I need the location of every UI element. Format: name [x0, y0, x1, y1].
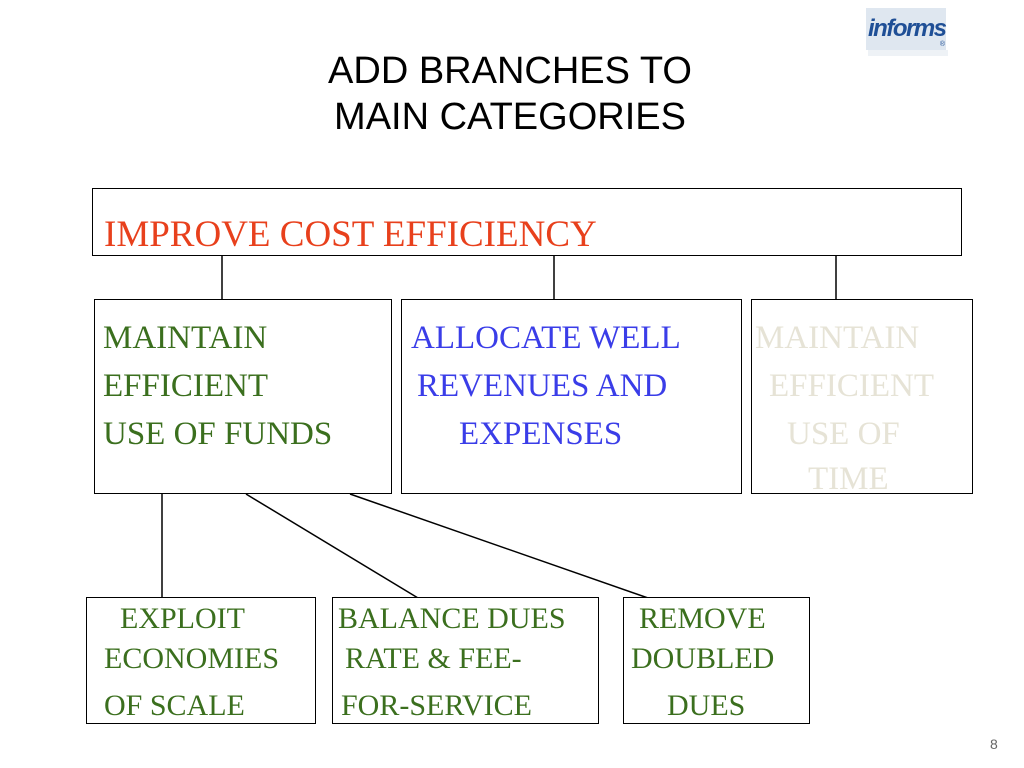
title-line-2: MAIN CATEGORIES: [334, 96, 686, 138]
category-revenues-line-2: REVENUES AND: [417, 368, 668, 404]
branch-box-economies: EXPLOIT ECONOMIES OF SCALE: [86, 597, 316, 724]
root-label: IMPROVE COST EFFICIENCY: [104, 214, 597, 255]
branch-dues-rate-line-2: RATE & FEE-: [345, 642, 522, 675]
branch-economies-line-3: OF SCALE: [104, 689, 245, 722]
branch-economies-line-2: ECONOMIES: [104, 642, 280, 675]
title-line-1: ADD BRANCHES TO: [328, 50, 692, 92]
category-funds-line-2: EFFICIENT: [103, 368, 268, 404]
branch-dues-rate-line-3: FOR-SERVICE: [341, 689, 532, 722]
category-time-line-3: USE OF: [787, 416, 900, 452]
category-revenues-line-3: EXPENSES: [459, 416, 623, 452]
page-number: 8: [990, 736, 998, 752]
root-box: IMPROVE COST EFFICIENCY: [92, 188, 962, 256]
branch-doubled-dues-line-1: REMOVE: [639, 602, 766, 635]
branch-box-doubled-dues: REMOVE DOUBLED DUES: [623, 597, 810, 724]
informs-logo: informs ®: [866, 8, 947, 50]
slide-title: ADD BRANCHES TO MAIN CATEGORIES: [250, 48, 770, 140]
category-time-line-1: MAINTAIN: [755, 320, 920, 356]
category-revenues-line-1: ALLOCATE WELL: [411, 320, 681, 356]
category-box-revenues: ALLOCATE WELL REVENUES AND EXPENSES: [401, 299, 742, 494]
branch-doubled-dues-line-3: DUES: [667, 689, 746, 722]
logo-registered-mark: ®: [939, 41, 945, 48]
branch-box-dues-rate: BALANCE DUES RATE & FEE- FOR-SERVICE: [332, 597, 599, 724]
category-funds-line-3: USE OF FUNDS: [103, 416, 333, 452]
category-box-time: MAINTAIN EFFICIENT USE OF TIME: [751, 299, 973, 497]
branch-dues-rate-line-1: BALANCE DUES: [338, 602, 566, 635]
category-time-line-4: TIME: [808, 461, 889, 497]
branch-economies-line-1: EXPLOIT: [120, 602, 245, 635]
category-time-line-2: EFFICIENT: [769, 368, 934, 404]
category-box-funds: MAINTAIN EFFICIENT USE OF FUNDS: [94, 299, 392, 494]
logo-shadow: [868, 50, 948, 56]
category-funds-line-1: MAINTAIN: [103, 320, 268, 356]
connector-cat1-to-branch2: [245, 493, 419, 599]
logo-text: informs: [868, 15, 947, 42]
branch-doubled-dues-line-2: DOUBLED: [631, 642, 775, 675]
connector-cat1-to-branch3: [349, 493, 649, 599]
